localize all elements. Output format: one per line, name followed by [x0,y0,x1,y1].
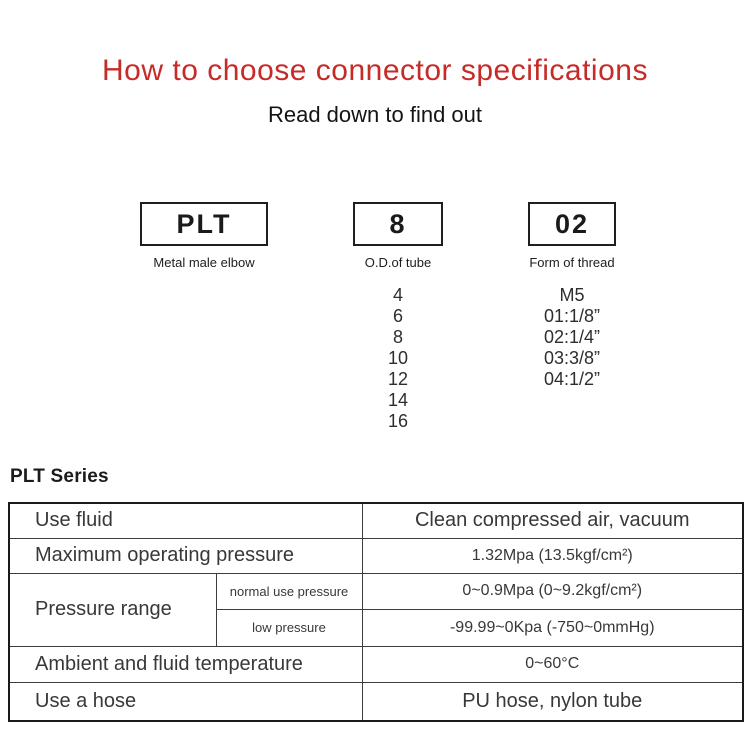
table-row: Pressure range normal use pressure 0~0.9… [8,572,744,647]
tube-size-option: 16 [387,411,409,431]
tube-size-option: 4 [392,285,403,305]
thread-form-column: 02 Form of thread [507,202,637,270]
model-code-label: Metal male elbow [153,255,255,270]
tube-size-text: 8 [389,208,407,239]
thread-form-label: Form of thread [529,255,615,270]
tube-size-options: 4 6 8 10 12 14 16 [333,285,463,432]
tube-size-option: 6 [392,306,403,326]
model-code-box: PLT [140,202,268,246]
series-heading: PLT Series [10,466,109,487]
thread-form-option: 04:1/2” [543,369,601,389]
page-subtitle: Read down to find out [267,102,483,127]
thread-form-option: M5 [559,285,585,305]
thread-form-box: 02 [528,202,616,246]
spec-row-label: Use fluid [8,502,363,539]
thread-form-option: 01:1/8” [543,306,601,326]
table-row: Ambient and fluid temperature 0~60°C [8,645,744,683]
spec-row-value: Clean compressed air, vacuum [361,502,744,539]
spec-row-label: Maximum operating pressure [8,537,363,574]
spec-sub-label: normal use pressure [215,572,363,610]
spec-table: Use fluid Clean compressed air, vacuum M… [8,502,744,722]
model-code-text: PLT [176,208,232,239]
tube-size-option: 10 [387,348,409,368]
spec-sub-label: low pressure [215,608,363,647]
spec-row-label: Ambient and fluid temperature [8,645,363,683]
thread-form-option: 02:1/4” [543,327,601,347]
tube-size-option: 14 [387,390,409,410]
tube-size-column: 8 O.D.of tube [333,202,463,270]
table-row: Maximum operating pressure 1.32Mpa (13.5… [8,537,744,574]
table-row: Use fluid Clean compressed air, vacuum [8,502,744,539]
model-code-column: PLT Metal male elbow [110,202,298,270]
spec-row-value: PU hose, nylon tube [361,681,744,722]
tube-size-label: O.D.of tube [364,255,432,270]
thread-form-text: 02 [554,208,590,239]
spec-row-label: Use a hose [8,681,363,722]
spec-row-value: 0~0.9Mpa (0~9.2kgf/cm²) [361,572,744,610]
spec-row-label: Pressure range [8,572,217,647]
spec-row-value: -99.99~0Kpa (-750~0mmHg) [361,608,744,647]
tube-size-option: 8 [392,327,403,347]
thread-form-options: M5 01:1/8” 02:1/4” 03:3/8” 04:1/2” [507,285,637,390]
tube-size-box: 8 [353,202,443,246]
table-row: low pressure -99.99~0Kpa (-750~0mmHg) [9,608,744,647]
thread-form-option: 03:3/8” [543,348,601,368]
spec-row-value: 1.32Mpa (13.5kgf/cm²) [361,537,744,574]
spec-row-value: 0~60°C [361,645,744,683]
page-title: How to choose connector specifications [102,54,648,87]
table-row: Use a hose PU hose, nylon tube [8,681,744,722]
tube-size-option: 12 [387,369,409,389]
